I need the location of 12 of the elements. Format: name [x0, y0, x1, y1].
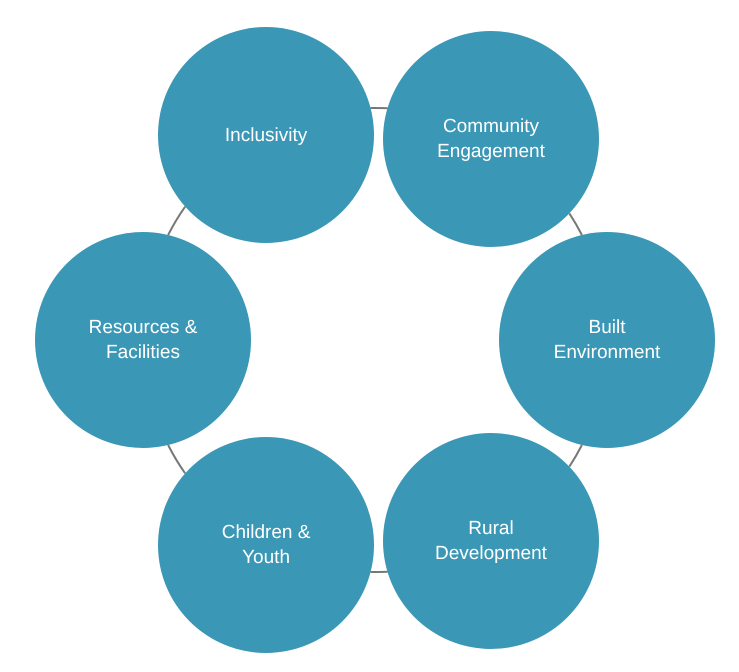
connector-line	[568, 212, 583, 236]
node-label: Children & Youth	[220, 520, 312, 570]
connector-line	[370, 570, 388, 574]
node-label: Resources & Facilities	[88, 316, 198, 365]
node-label: Inclusivity	[224, 124, 308, 148]
node-label: Built Environment	[552, 316, 662, 365]
connector-line	[167, 444, 186, 474]
connector-line	[568, 444, 583, 468]
connector-line	[167, 206, 186, 236]
node-label: Community Engagement	[436, 115, 546, 164]
connector-line	[370, 106, 388, 110]
node-label: Rural Development	[434, 516, 548, 566]
